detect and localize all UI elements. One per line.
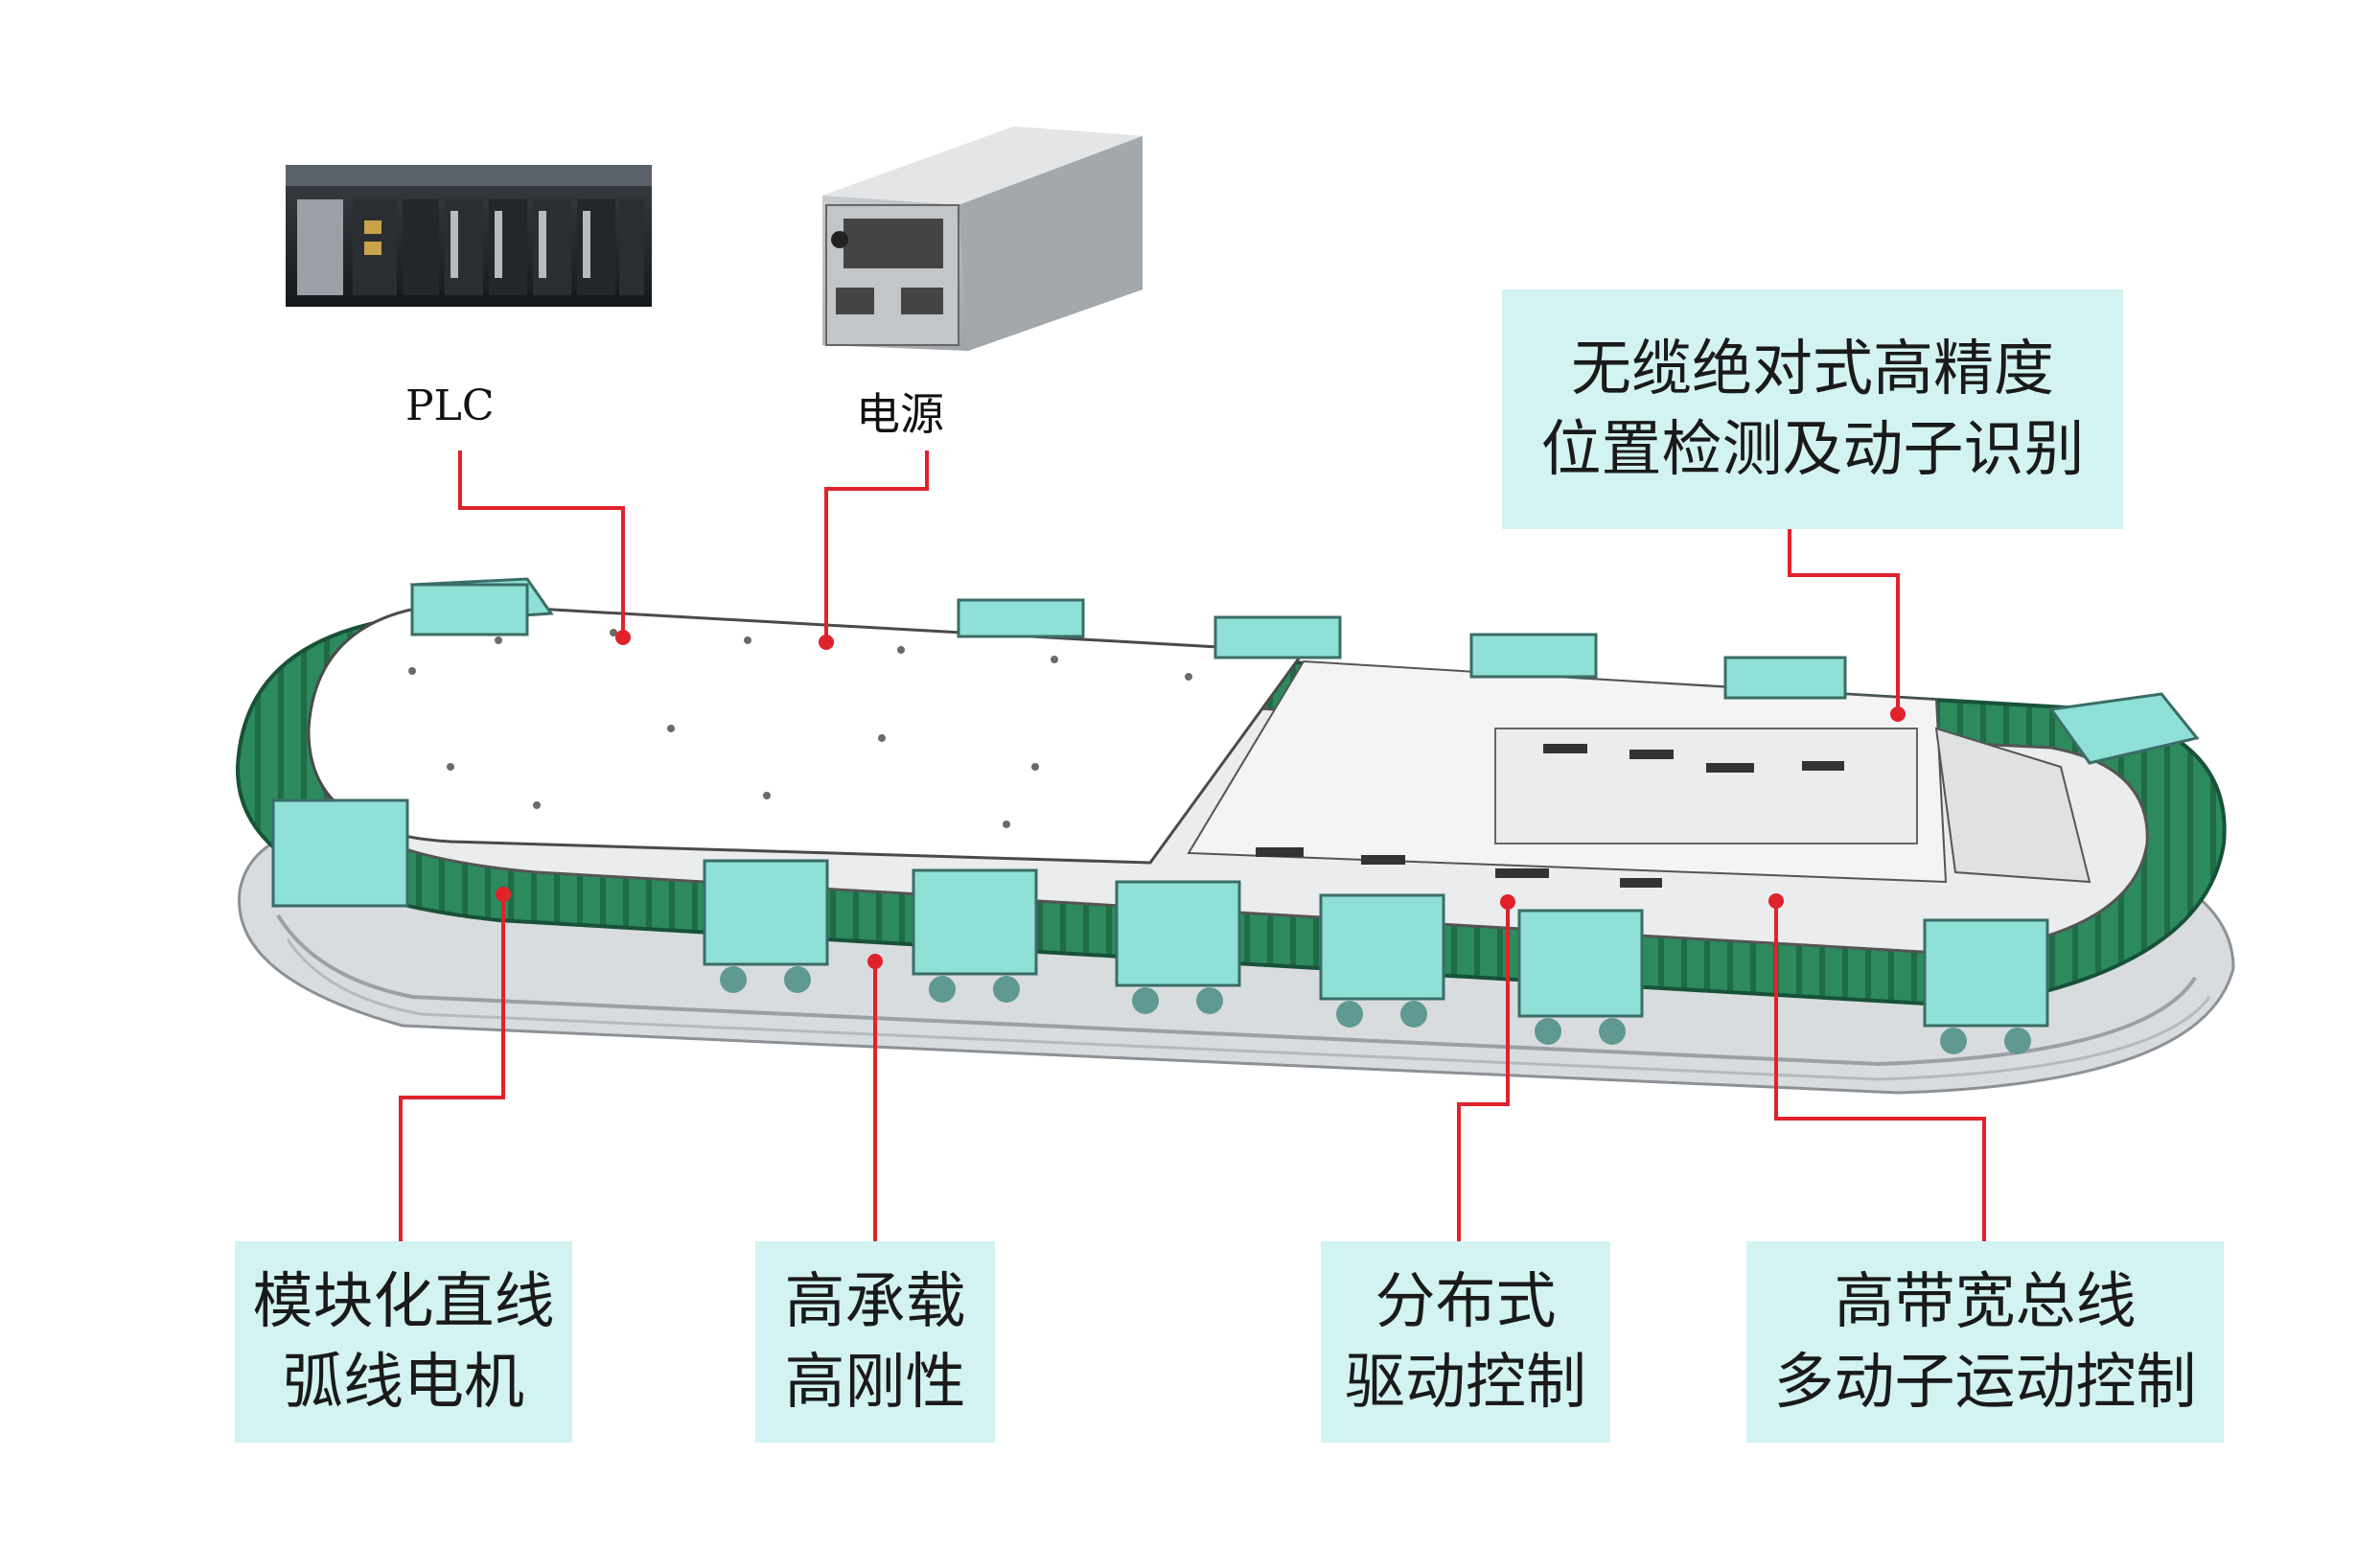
callout-load-line2: 高刚性 — [784, 1347, 966, 1417]
callout-modular-motor: 模块化直线 弧线电机 — [235, 1241, 572, 1443]
mover — [1115, 880, 1241, 987]
mover — [271, 798, 409, 908]
power-supply-label: 电源 — [856, 388, 944, 440]
callout-drive-line2: 驱动控制 — [1345, 1347, 1586, 1417]
mover — [1469, 633, 1598, 679]
mover — [957, 598, 1085, 638]
callout-motor-line1: 模块化直线 — [252, 1266, 555, 1336]
power-supply-image — [822, 127, 1143, 351]
top-plate — [307, 602, 1306, 865]
mover — [2048, 692, 2200, 765]
mover — [912, 868, 1038, 976]
electronics-bay — [1187, 659, 2091, 888]
callout-distributed-drive: 分布式 驱动控制 — [1321, 1241, 1610, 1443]
callout-drive-line1: 分布式 — [1375, 1266, 1557, 1336]
leader-line-plc — [458, 451, 625, 637]
callout-bus-line1: 高带宽总线 — [1834, 1266, 2137, 1336]
mover-blocks — [271, 577, 2200, 1028]
leader-line-drive — [1457, 902, 1510, 1241]
leader-lines — [399, 451, 1986, 1241]
leader-line-position — [1788, 529, 1900, 714]
callout-position-line1: 无缆绝对式高精度 — [1571, 334, 2054, 404]
callout-position-line2: 位置检测及动子识别 — [1540, 414, 2085, 484]
callout-load-line1: 高承载 — [784, 1266, 966, 1336]
leader-line-power — [824, 451, 929, 642]
mover — [1319, 893, 1445, 1001]
callout-high-bandwidth-bus: 高带宽总线 多动子运动控制 — [1746, 1241, 2224, 1443]
callout-high-load: 高承载 高刚性 — [755, 1241, 995, 1443]
callout-motor-line2: 弧线电机 — [283, 1347, 524, 1417]
leader-line-bus — [1774, 901, 1986, 1241]
plc-label: PLC — [405, 381, 495, 430]
mover — [703, 859, 829, 966]
mover — [409, 577, 554, 636]
mover — [1723, 656, 1847, 700]
callout-position-detection: 无缆绝对式高精度 位置检测及动子识别 — [1502, 289, 2123, 529]
mover — [1923, 918, 2049, 1028]
plc-device-image — [286, 165, 652, 307]
mover — [1213, 615, 1342, 659]
callout-bus-line2: 多动子运动控制 — [1773, 1347, 2197, 1417]
leader-line-motor — [399, 894, 505, 1241]
mover — [1517, 909, 1644, 1018]
